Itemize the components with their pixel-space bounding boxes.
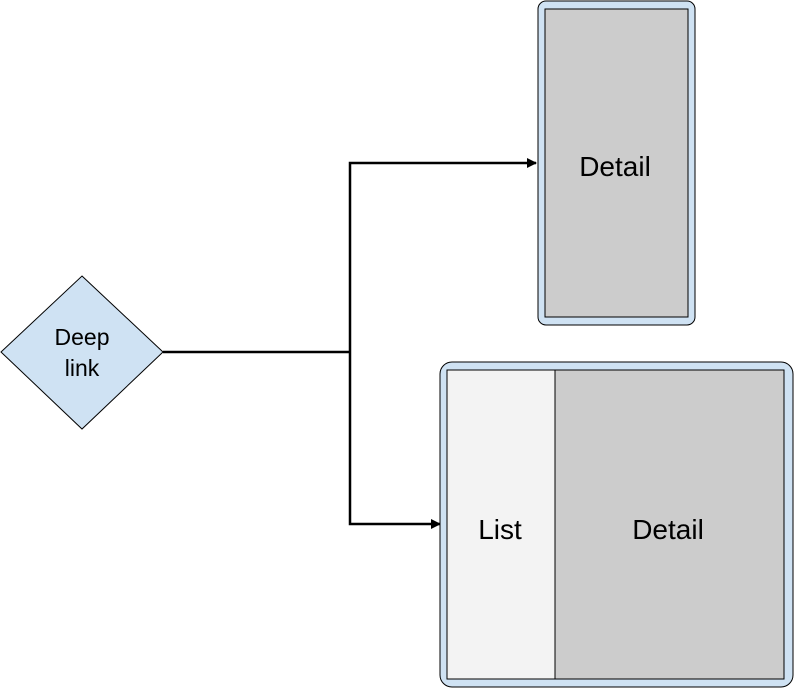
deep-link-node: Deep link [0, 275, 164, 430]
deep-link-label-line1: Deep [55, 324, 110, 350]
connector-to-phone-detail [348, 158, 537, 352]
phone-detail-label: Detail [579, 151, 651, 182]
connectors [163, 158, 537, 529]
phone-device: Detail [537, 0, 696, 326]
connector-to-tablet [348, 352, 441, 529]
tablet-detail-label: Detail [632, 514, 704, 545]
phone-detail-pane [544, 8, 689, 318]
tablet-device: List Detail [439, 361, 794, 688]
deep-link-diamond-shape [0, 275, 164, 430]
deep-link-label-line2: link [65, 355, 100, 381]
tablet-list-pane [446, 369, 556, 680]
tablet-detail-pane [554, 369, 785, 680]
tablet-list-label: List [478, 514, 522, 545]
